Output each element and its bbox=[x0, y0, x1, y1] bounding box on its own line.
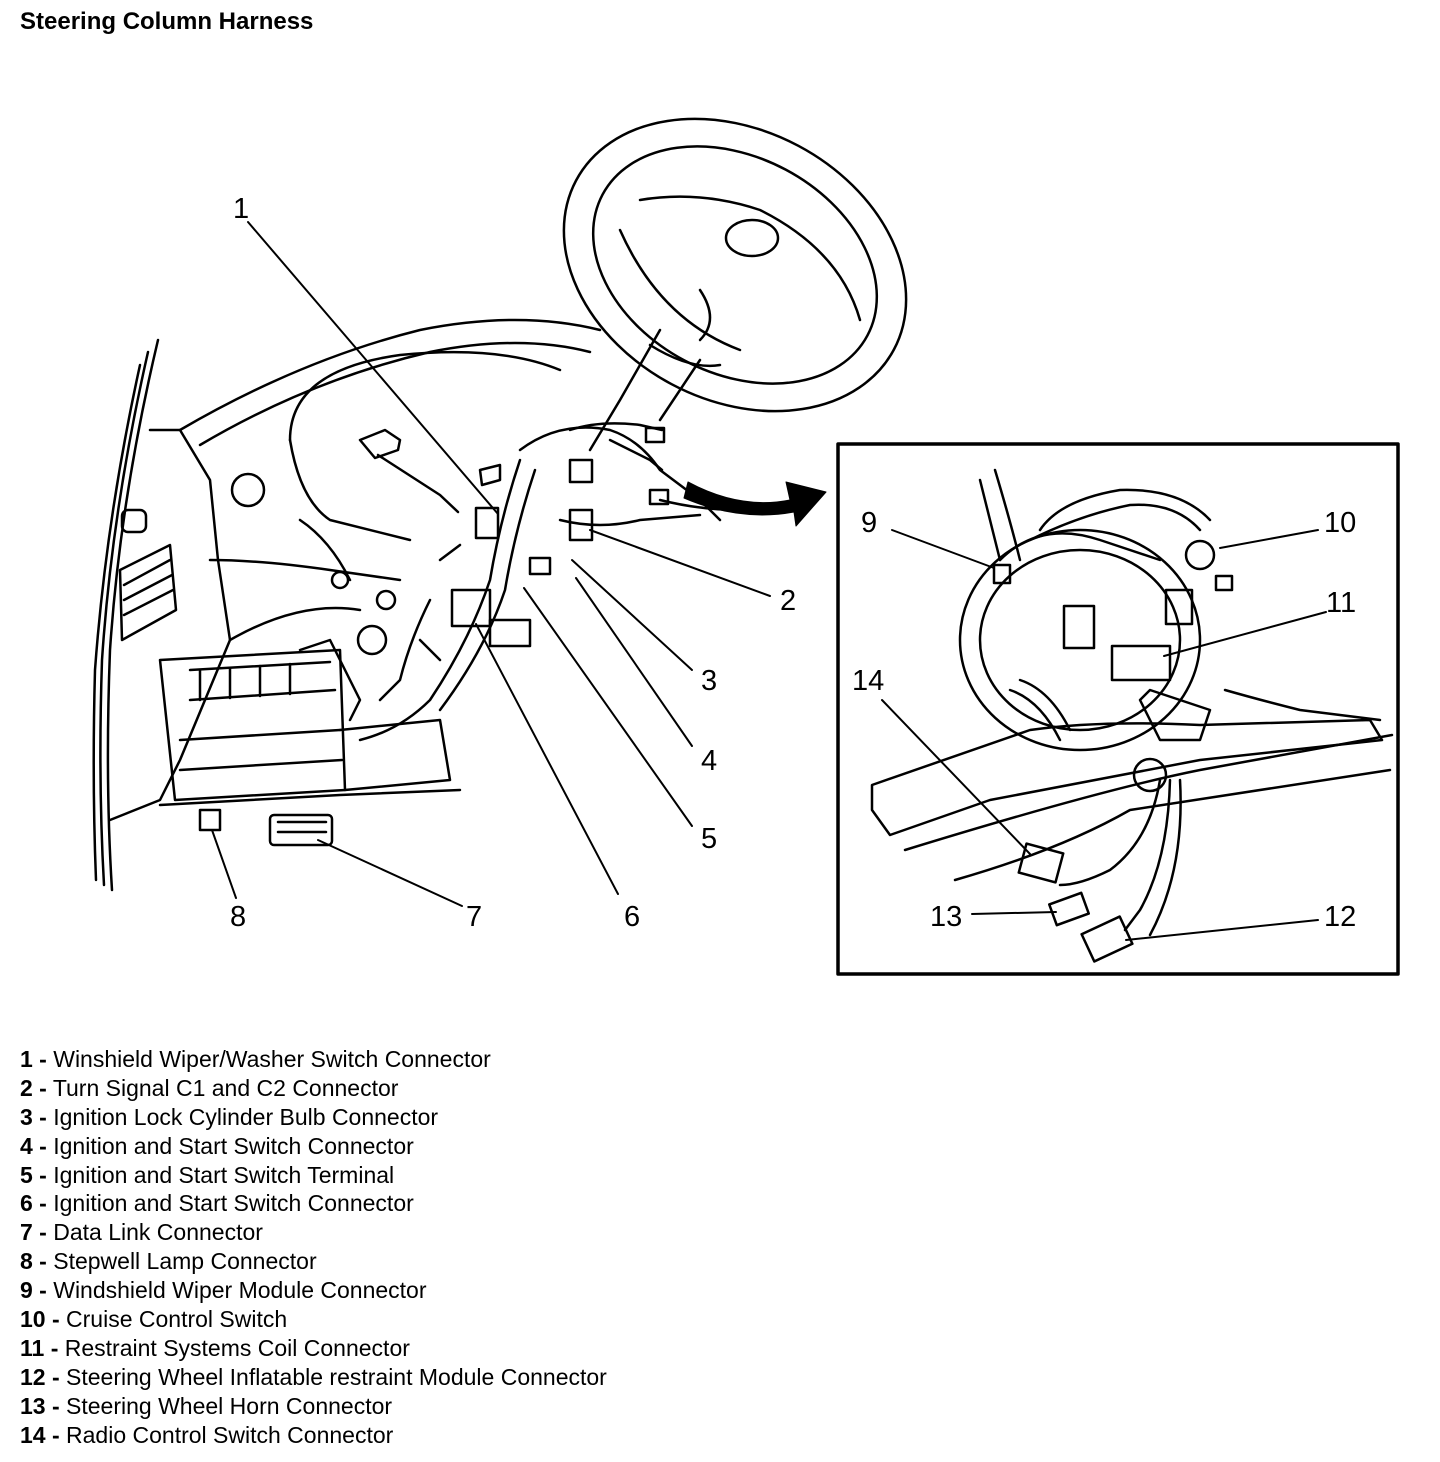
curved-arrow-icon bbox=[683, 481, 827, 527]
steering-wheel-drawing bbox=[562, 117, 908, 452]
legend-text: Cruise Control Switch bbox=[59, 1306, 288, 1333]
legend-number: 13 - bbox=[20, 1392, 60, 1419]
legend-number: 8 - bbox=[20, 1248, 47, 1275]
legend-text: Restraint Systems Coil Connector bbox=[58, 1334, 410, 1361]
legend-item: 12 - Steering Wheel Inflatable restraint… bbox=[20, 1363, 607, 1392]
leader-lines bbox=[211, 221, 1327, 941]
legend-text: Ignition and Start Switch Connector bbox=[46, 1190, 414, 1217]
legend-text: Radio Control Switch Connector bbox=[59, 1421, 394, 1448]
legend-text: Steering Wheel Horn Connector bbox=[59, 1392, 393, 1419]
legend-number: 12 - bbox=[20, 1363, 60, 1390]
legend-item: 2 - Turn Signal C1 and C2 Connector bbox=[20, 1074, 607, 1103]
legend-number: 7 - bbox=[20, 1219, 47, 1246]
inset-detail-frame bbox=[836, 442, 1400, 976]
fuse-block-drawing bbox=[158, 648, 462, 847]
legend-item: 1 - Winshield Wiper/Washer Switch Connec… bbox=[20, 1045, 607, 1074]
callout-11: 11 bbox=[1326, 587, 1356, 619]
legend-text: Ignition and Start Switch Terminal bbox=[46, 1161, 395, 1188]
legend-text: Ignition Lock Cylinder Bulb Connector bbox=[46, 1103, 439, 1130]
callout-13: 13 bbox=[930, 901, 962, 933]
legend-number: 14 - bbox=[20, 1421, 60, 1448]
callout-3: 3 bbox=[701, 665, 717, 697]
column-harness-drawing bbox=[358, 422, 782, 742]
callout-1: 1 bbox=[233, 193, 249, 225]
legend-item: 13 - Steering Wheel Horn Connector bbox=[20, 1392, 607, 1421]
legend-number: 5 - bbox=[20, 1161, 47, 1188]
legend-number: 1 - bbox=[20, 1046, 47, 1072]
legend-item: 10 - Cruise Control Switch bbox=[20, 1305, 607, 1334]
callout-9: 9 bbox=[861, 507, 877, 539]
legend-number: 6 - bbox=[20, 1190, 47, 1217]
callout-10: 10 bbox=[1324, 507, 1356, 539]
legend-number: 9 - bbox=[20, 1277, 47, 1304]
callout-7: 7 bbox=[466, 901, 482, 933]
diagram-title: Steering Column Harness bbox=[20, 8, 314, 35]
inset-detail-drawing bbox=[870, 468, 1394, 963]
legend-text: Ignition and Start Switch Connector bbox=[46, 1132, 414, 1159]
legend-number: 10 - bbox=[20, 1306, 60, 1333]
callout-6: 6 bbox=[624, 901, 640, 933]
steering-column-illustration: 1 2 3 4 5 6 7 8 9 10 11 12 13 14 bbox=[92, 117, 1400, 976]
legend-item: 3 - Ignition Lock Cylinder Bulb Connecto… bbox=[20, 1103, 607, 1132]
legend-number: 2 - bbox=[20, 1074, 47, 1101]
legend-number: 4 - bbox=[20, 1132, 47, 1159]
callout-14: 14 bbox=[852, 665, 884, 697]
callout-2: 2 bbox=[780, 585, 796, 617]
callout-12: 12 bbox=[1324, 901, 1356, 933]
legend-text: Stepwell Lamp Connector bbox=[46, 1248, 317, 1275]
legend-item: 9 - Windshield Wiper Module Connector bbox=[20, 1276, 607, 1305]
callout-5: 5 bbox=[701, 823, 717, 855]
legend-text: Data Link Connector bbox=[46, 1219, 263, 1246]
dashboard-drawing bbox=[92, 318, 602, 892]
legend-item: 14 - Radio Control Switch Connector bbox=[20, 1421, 607, 1450]
legend-text: Winshield Wiper/Washer Switch Connector bbox=[46, 1046, 491, 1072]
legend-item: 5 - Ignition and Start Switch Terminal bbox=[20, 1161, 607, 1190]
legend-item: 4 - Ignition and Start Switch Connector bbox=[20, 1132, 607, 1161]
callout-4: 4 bbox=[701, 745, 717, 777]
legend-item: 11 - Restraint Systems Coil Connector bbox=[20, 1334, 607, 1363]
legend-text: Turn Signal C1 and C2 Connector bbox=[46, 1074, 399, 1101]
legend-list: 1 - Winshield Wiper/Washer Switch Connec… bbox=[20, 1045, 607, 1449]
legend-number: 11 - bbox=[20, 1334, 59, 1361]
legend-item: 8 - Stepwell Lamp Connector bbox=[20, 1247, 607, 1276]
legend-item: 7 - Data Link Connector bbox=[20, 1218, 607, 1247]
legend-text: Windshield Wiper Module Connector bbox=[46, 1277, 427, 1304]
callout-8: 8 bbox=[230, 901, 246, 933]
legend-number: 3 - bbox=[20, 1103, 47, 1130]
legend-text: Steering Wheel Inflatable restraint Modu… bbox=[59, 1363, 607, 1390]
legend-item: 6 - Ignition and Start Switch Connector bbox=[20, 1189, 607, 1218]
